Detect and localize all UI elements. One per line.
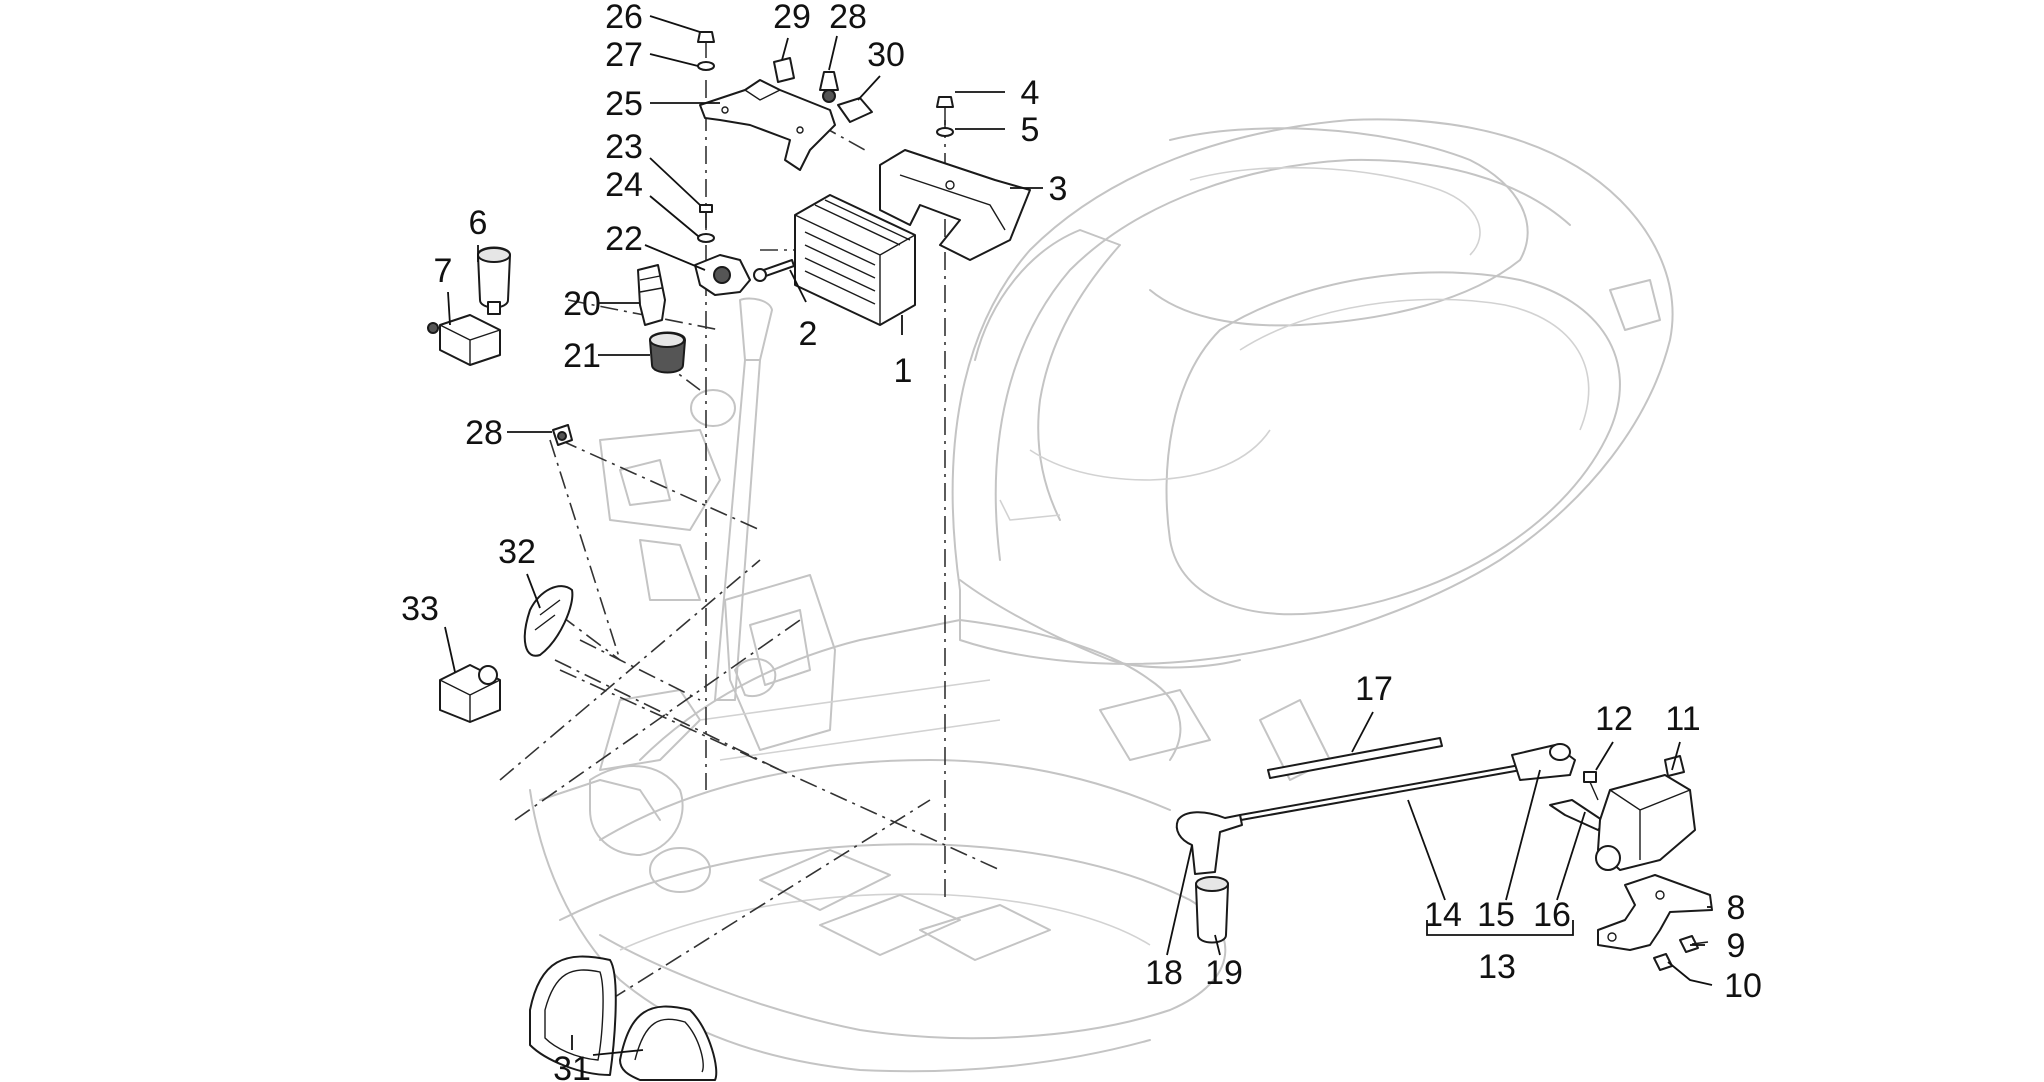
part-11-coil bbox=[1595, 755, 1696, 871]
scooter-frame-body bbox=[529, 118, 1674, 1073]
callout-28-upper: 28 bbox=[829, 0, 867, 36]
callout-26: 26 bbox=[605, 0, 643, 36]
callout-31: 31 bbox=[553, 1050, 591, 1082]
callout-4: 4 bbox=[1021, 74, 1040, 112]
bolt-4 bbox=[936, 96, 954, 125]
part-28-clip-upper bbox=[819, 71, 839, 103]
assembly-lines bbox=[499, 80, 1001, 1001]
callout-23: 23 bbox=[605, 128, 643, 166]
bolt-26 bbox=[697, 31, 715, 58]
callout-14: 14 bbox=[1424, 896, 1462, 934]
screw-23 bbox=[699, 204, 713, 228]
callout-19: 19 bbox=[1205, 954, 1243, 992]
callout-15: 15 bbox=[1477, 896, 1515, 934]
callout-9: 9 bbox=[1727, 927, 1746, 965]
screw-12 bbox=[1583, 771, 1599, 801]
part-31-trims bbox=[529, 955, 718, 1081]
callout-29: 29 bbox=[773, 0, 811, 36]
washer-5 bbox=[936, 127, 954, 137]
callout-25: 25 bbox=[605, 85, 643, 123]
callout-10: 10 bbox=[1724, 967, 1762, 1005]
callout-27: 27 bbox=[605, 36, 643, 74]
voltage-regulator bbox=[794, 194, 916, 326]
callout-7: 7 bbox=[434, 252, 453, 290]
part-28-clip-left bbox=[552, 424, 573, 446]
callout-21: 21 bbox=[563, 337, 601, 375]
screw-2 bbox=[753, 259, 795, 282]
callout-20: 20 bbox=[563, 285, 601, 323]
callout-12: 12 bbox=[1595, 700, 1633, 738]
part-32-plate bbox=[523, 585, 574, 657]
bolt-9 bbox=[1679, 935, 1709, 953]
washer-24 bbox=[697, 233, 715, 243]
part-6-cap bbox=[477, 246, 511, 315]
part-15-cap bbox=[1511, 743, 1576, 781]
part-30-clip bbox=[837, 97, 873, 123]
callout-2: 2 bbox=[799, 315, 818, 353]
part-17-sleeve bbox=[1267, 737, 1443, 779]
part-29-clip bbox=[773, 57, 795, 83]
callout-32: 32 bbox=[498, 533, 536, 571]
callout-13: 13 bbox=[1478, 948, 1516, 986]
callout-17: 17 bbox=[1355, 670, 1393, 708]
callout-18: 18 bbox=[1145, 954, 1183, 992]
regulator-bracket bbox=[879, 149, 1031, 261]
leader-lines bbox=[444, 15, 1713, 1056]
callout-16: 16 bbox=[1533, 896, 1571, 934]
callout-11: 11 bbox=[1665, 700, 1700, 738]
part-25-bracket bbox=[699, 79, 836, 171]
callout-24: 24 bbox=[605, 166, 643, 204]
part-19-sleeve bbox=[1195, 876, 1229, 944]
part-16-terminal bbox=[1549, 799, 1606, 831]
part-21-grommet bbox=[649, 331, 686, 374]
callout-6: 6 bbox=[469, 204, 488, 242]
callout-labels: 1 2 3 4 5 6 7 8 9 10 11 12 13 14 15 16 1… bbox=[401, 0, 1762, 1082]
callout-8: 8 bbox=[1727, 889, 1746, 927]
callout-30: 30 bbox=[867, 36, 905, 74]
part-7-relay bbox=[427, 314, 501, 366]
callout-1: 1 bbox=[894, 352, 913, 390]
callout-33: 33 bbox=[401, 590, 439, 628]
callout-3: 3 bbox=[1049, 170, 1068, 208]
part-22-clamp bbox=[694, 254, 751, 296]
part-33-sensor bbox=[439, 664, 501, 723]
part-20-connector bbox=[637, 264, 666, 326]
part-18-plug-cap bbox=[1175, 811, 1243, 875]
callout-28-left: 28 bbox=[465, 414, 503, 452]
washer-27 bbox=[697, 61, 715, 71]
part-8-bracket bbox=[1597, 874, 1713, 951]
callout-22: 22 bbox=[605, 220, 643, 258]
callout-5: 5 bbox=[1021, 111, 1040, 149]
